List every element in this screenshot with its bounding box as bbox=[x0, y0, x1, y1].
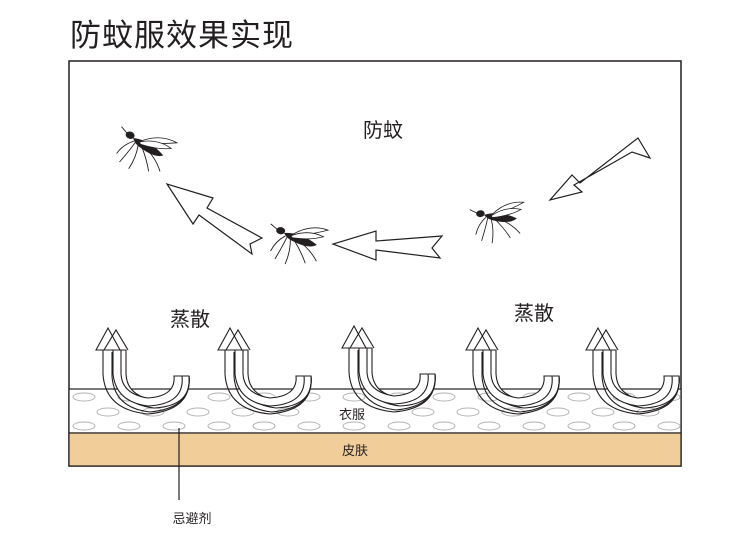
fabric-dot bbox=[432, 392, 456, 402]
fabric-dot bbox=[342, 392, 366, 402]
fabric-dot bbox=[387, 421, 411, 431]
fabric-dot bbox=[96, 407, 120, 417]
fabric-dot bbox=[567, 392, 591, 402]
arrow-icon bbox=[548, 137, 652, 202]
evaporate-label-left: 蒸散 bbox=[170, 307, 210, 331]
arrow-icon bbox=[331, 230, 444, 261]
page-title: 防蚊服效果实现 bbox=[70, 18, 294, 54]
fabric-dot bbox=[342, 421, 366, 431]
fabric-dot bbox=[162, 421, 186, 431]
fabric-dot bbox=[297, 421, 321, 431]
fabric-dot bbox=[207, 392, 231, 402]
fabric-dot bbox=[567, 421, 591, 431]
clothing-label: 衣服 bbox=[339, 407, 365, 423]
fabric-dot bbox=[411, 407, 435, 417]
fabric-dot bbox=[117, 421, 141, 431]
fabric-dot bbox=[186, 407, 210, 417]
fabric-dot bbox=[276, 407, 300, 417]
fabric-dot bbox=[72, 392, 96, 402]
fabric-dot bbox=[591, 407, 615, 417]
repellent-label: 忌避剂 bbox=[172, 512, 211, 527]
skin-layer bbox=[68, 432, 682, 467]
fabric-dot bbox=[456, 407, 480, 417]
fabric-dot bbox=[546, 407, 570, 417]
fabric-dot bbox=[522, 421, 546, 431]
fabric-dot bbox=[477, 421, 501, 431]
fabric-dot bbox=[252, 421, 276, 431]
fabric-dot bbox=[612, 421, 636, 431]
repel-label: 防蚊 bbox=[363, 118, 403, 142]
fabric-dot bbox=[207, 421, 231, 431]
fabric-dot bbox=[72, 421, 96, 431]
arrow-icon bbox=[165, 182, 264, 256]
fabric-dot bbox=[657, 421, 681, 431]
fabric-dot bbox=[432, 421, 456, 431]
fabric-dot bbox=[231, 407, 255, 417]
evaporate-label-right: 蒸散 bbox=[514, 301, 554, 325]
skin-label: 皮肤 bbox=[342, 444, 368, 459]
